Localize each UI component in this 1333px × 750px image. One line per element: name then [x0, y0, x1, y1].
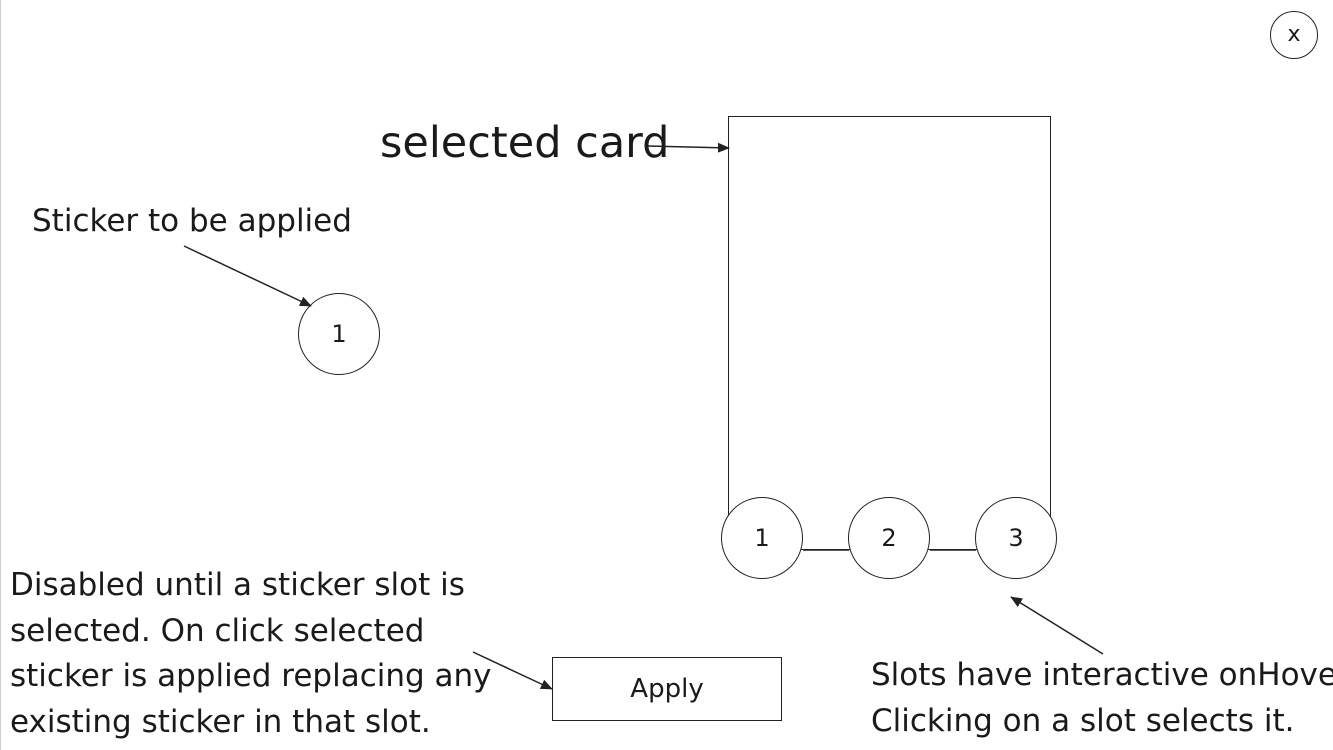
page-edge	[0, 0, 1, 750]
sticker-preview: 1	[298, 293, 380, 375]
slots-note: Slots have interactive onHover. Clicking…	[871, 653, 1333, 744]
apply-note: Disabled until a sticker slot is selecte…	[10, 563, 492, 745]
arrow-slots	[1010, 596, 1104, 655]
card-slot-2[interactable]: 2	[848, 497, 930, 579]
slots-note-line: Clicking on a slot selects it.	[871, 702, 1295, 739]
arrow-sticker	[183, 245, 312, 307]
selected-card	[728, 116, 1051, 550]
close-button[interactable]: x	[1270, 11, 1318, 59]
apply-note-line: sticker is applied replacing any	[10, 658, 492, 694]
sticker-caption: Sticker to be applied	[32, 203, 352, 239]
slots-note-line: Slots have interactive onHover.	[871, 657, 1333, 693]
card-slot-3[interactable]: 3	[975, 497, 1057, 579]
apply-note-line: selected. On click selected	[10, 612, 425, 649]
apply-note-line: existing sticker in that slot.	[10, 703, 431, 740]
apply-note-line: Disabled until a sticker slot is	[10, 567, 465, 603]
apply-button[interactable]: Apply	[552, 657, 782, 721]
card-slot-1[interactable]: 1	[721, 497, 803, 579]
selected-card-label: selected card	[380, 118, 670, 168]
